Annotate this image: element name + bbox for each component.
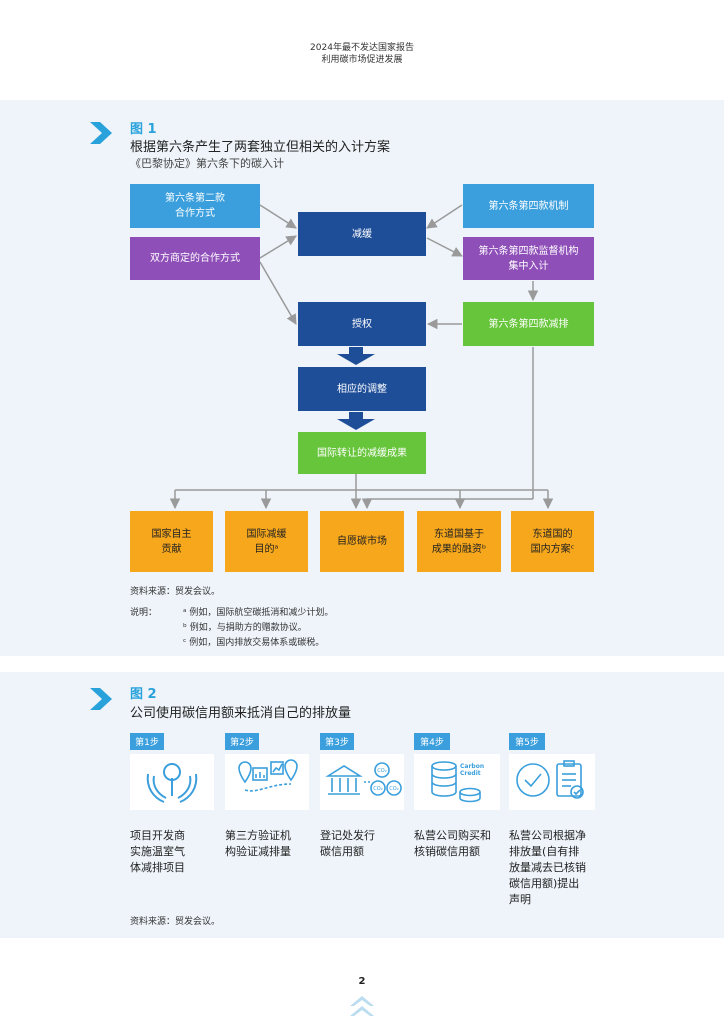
step-2-text: 第三方验证机 构验证减排量 xyxy=(225,829,291,858)
svg-text:CO₂: CO₂ xyxy=(389,786,398,792)
figure-2-title: 公司使用碳信用额来抵消自己的排放量 xyxy=(130,706,352,721)
box-domestic-schemes: 东道国的 国内方案ᶜ xyxy=(511,511,594,572)
step-5-text: 私营公司根据净 排放量(自有排 放量减去已核销 碳信用额)提出 声明 xyxy=(509,829,586,906)
box-article-6-4-mechanism: 第六条第四款机制 xyxy=(463,184,594,228)
figure-1-source: 资料来源：贸发会议。 xyxy=(130,587,221,597)
chevron-right-icon xyxy=(90,688,112,710)
figure-2-source: 资料来源：贸发会议。 xyxy=(130,917,221,927)
box-authorization: 授权 xyxy=(298,302,426,346)
step-4-tag: 第4步 xyxy=(414,733,450,750)
step-5-tag: 第5步 xyxy=(509,733,545,750)
box-voluntary-carbon-market: 自愿碳市场 xyxy=(320,511,404,572)
box-article-6-4-er: 第六条第四款减排 xyxy=(463,302,594,346)
figure-1-notes-label: 说明： xyxy=(130,608,158,618)
note-a: ᵃ 例如，国际航空碳抵消和减少计划。 xyxy=(183,608,334,618)
step-4-text: 私营公司购买和 核销碳信用额 xyxy=(414,829,491,858)
svg-text:Credit: Credit xyxy=(460,770,481,777)
chevron-right-icon xyxy=(90,122,112,144)
map-chart-icon xyxy=(225,754,309,810)
note-b: ᵇ 例如，与捐助方的赠款协议。 xyxy=(183,623,307,633)
box-bilateral-approaches: 双方商定的合作方式 xyxy=(130,237,260,280)
bank-co2-icon: CO₂ CO₂ CO₂ xyxy=(320,754,404,810)
box-corresponding-adjustment: 相应的调整 xyxy=(298,367,426,411)
hands-tree-icon xyxy=(130,754,214,810)
step-1-text: 项目开发商 实施温室气 体减排项目 xyxy=(130,829,185,874)
chevron-up-icon xyxy=(350,996,374,1016)
figure-1-label: 图 1 xyxy=(130,122,157,137)
flowchart-connectors xyxy=(169,204,554,510)
page-number: 2 xyxy=(358,976,366,987)
carbon-credit-coins-icon: Carbon Credit xyxy=(414,754,500,810)
co2-neutral-clipboard-icon xyxy=(509,754,595,810)
box-results-based-finance: 东道国基于 成果的融资ᵇ xyxy=(417,511,501,572)
svg-text:Carbon: Carbon xyxy=(460,763,484,770)
figure-1-subtitle: 《巴黎协定》第六条下的碳入计 xyxy=(130,157,284,170)
box-itmo: 国际转让的减缓成果 xyxy=(298,432,426,474)
box-article-6-4-supervisory: 第六条第四款监督机构 集中入计 xyxy=(463,237,594,280)
report-title: 2024年最不发达国家报告 xyxy=(310,43,414,53)
box-mitigation: 减缓 xyxy=(298,212,426,256)
box-article-6-2: 第六条第二款 合作方式 xyxy=(130,184,260,228)
step-3-tag: 第3步 xyxy=(320,733,354,750)
svg-text:CO₂: CO₂ xyxy=(373,786,382,792)
box-ndc: 国家自主 贡献 xyxy=(130,511,213,572)
report-subtitle: 利用碳市场促进发展 xyxy=(321,55,403,65)
step-1-tag: 第1步 xyxy=(130,733,164,750)
svg-text:CO₂: CO₂ xyxy=(377,768,386,774)
figure-1-title: 根据第六条产生了两套独立但相关的入计方案 xyxy=(130,140,391,155)
figure-2-label: 图 2 xyxy=(130,687,157,702)
box-international-mitigation: 国际减缓 目的ᵃ xyxy=(225,511,308,572)
step-3-text: 登记处发行 碳信用额 xyxy=(320,829,375,858)
note-c: ᶜ 例如，国内排放交易体系或碳税。 xyxy=(183,638,325,648)
step-2-tag: 第2步 xyxy=(225,733,259,750)
